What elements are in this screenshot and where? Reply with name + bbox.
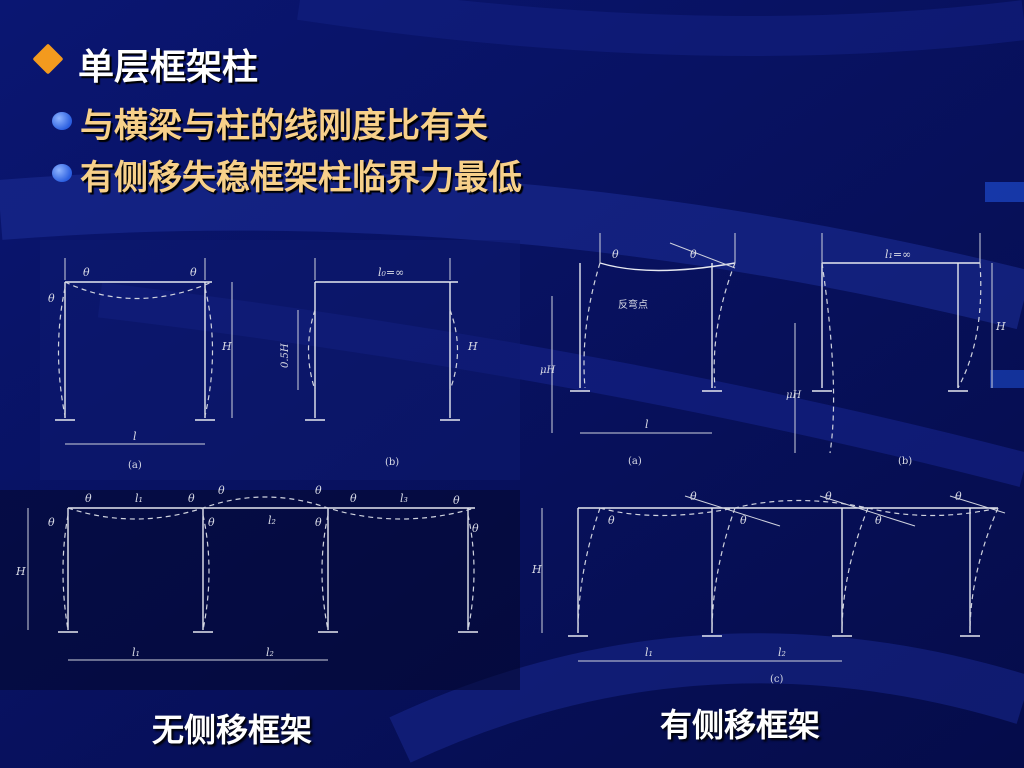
- svg-text:l₀=∞: l₀=∞: [378, 266, 404, 279]
- svg-text:H: H: [221, 340, 232, 353]
- svg-text:l₂: l₂: [266, 646, 274, 659]
- svg-text:l₁: l₁: [132, 646, 140, 659]
- svg-text:θ: θ: [350, 492, 357, 505]
- svg-text:θ: θ: [85, 492, 92, 505]
- svg-text:l: l: [645, 418, 649, 431]
- svg-text:θ: θ: [315, 484, 322, 497]
- frame-b: l₀=∞ 0.5H H (b): [280, 258, 478, 468]
- svg-text:θ: θ: [825, 490, 832, 503]
- svg-text:H: H: [531, 563, 542, 576]
- svg-text:l: l: [133, 430, 137, 443]
- svg-text:θ: θ: [188, 492, 195, 505]
- caption-sway-frame: 有侧移框架: [660, 706, 821, 744]
- svg-text:(b): (b): [898, 456, 912, 467]
- svg-text:l₃: l₃: [400, 492, 408, 505]
- svg-text:θ: θ: [608, 514, 615, 527]
- caption-no-sway-frame: 无侧移框架: [152, 711, 313, 749]
- svg-text:θ: θ: [48, 292, 55, 305]
- svg-text:θ: θ: [453, 494, 460, 507]
- svg-text:(a): (a): [128, 460, 142, 471]
- svg-text:H: H: [15, 565, 26, 578]
- svg-text:l₁=∞: l₁=∞: [885, 248, 911, 261]
- svg-text:θ: θ: [208, 516, 215, 529]
- slide-title: 单层框架柱: [78, 47, 259, 88]
- svg-text:H: H: [467, 340, 478, 353]
- svg-text:θ: θ: [875, 514, 882, 527]
- bullet-dot-icon: [52, 112, 72, 130]
- svg-text:l₁: l₁: [135, 492, 143, 505]
- svg-text:反弯点: 反弯点: [618, 298, 648, 311]
- svg-text:(a): (a): [628, 456, 642, 467]
- svg-text:θ: θ: [48, 516, 55, 529]
- svg-text:θ: θ: [315, 516, 322, 529]
- no-sway-multibay-frame: θ l₁ θ θ θ θ l₃ θ θ θ l₂ θ θ H l₁ l₂: [15, 484, 479, 661]
- frame-a: θ θ θ H l (a): [48, 258, 233, 471]
- svg-text:θ: θ: [740, 514, 747, 527]
- svg-text:μH: μH: [540, 365, 555, 376]
- svg-text:θ: θ: [955, 490, 962, 503]
- sway-single-frames: θ θ 反弯点 l μH (a) l₁=∞ μH H (b): [540, 233, 1006, 467]
- sway-frame-a: θ θ 反弯点 l μH (a): [540, 233, 736, 467]
- svg-text:θ: θ: [690, 248, 697, 261]
- sway-multibay-frame: θ θ θ θ θ θ H l₁ l₂ (c): [531, 490, 1006, 685]
- point-2: 有侧移失稳框架柱临界力最低: [80, 158, 522, 198]
- no-sway-single-frames: θ θ θ H l (a) l₀=∞ 0.5H H (b): [40, 240, 520, 480]
- svg-text:θ: θ: [218, 484, 225, 497]
- svg-text:H: H: [995, 320, 1006, 333]
- svg-text:l₂: l₂: [268, 514, 276, 527]
- svg-text:θ: θ: [83, 266, 90, 279]
- sway-frame-b: l₁=∞ μH H (b): [786, 233, 1006, 467]
- svg-text:0.5H: 0.5H: [280, 343, 291, 368]
- svg-text:θ: θ: [612, 248, 619, 261]
- svg-text:l₁: l₁: [645, 646, 653, 659]
- svg-text:θ: θ: [190, 266, 197, 279]
- svg-text:θ: θ: [690, 490, 697, 503]
- bullet-dot-icon: [52, 164, 72, 182]
- svg-text:(b): (b): [385, 457, 399, 468]
- point-1: 与横梁与柱的线刚度比有关: [80, 106, 488, 146]
- svg-text:(c): (c): [770, 674, 784, 685]
- svg-text:l₂: l₂: [778, 646, 786, 659]
- svg-text:μH: μH: [786, 390, 801, 401]
- svg-text:θ: θ: [472, 522, 479, 535]
